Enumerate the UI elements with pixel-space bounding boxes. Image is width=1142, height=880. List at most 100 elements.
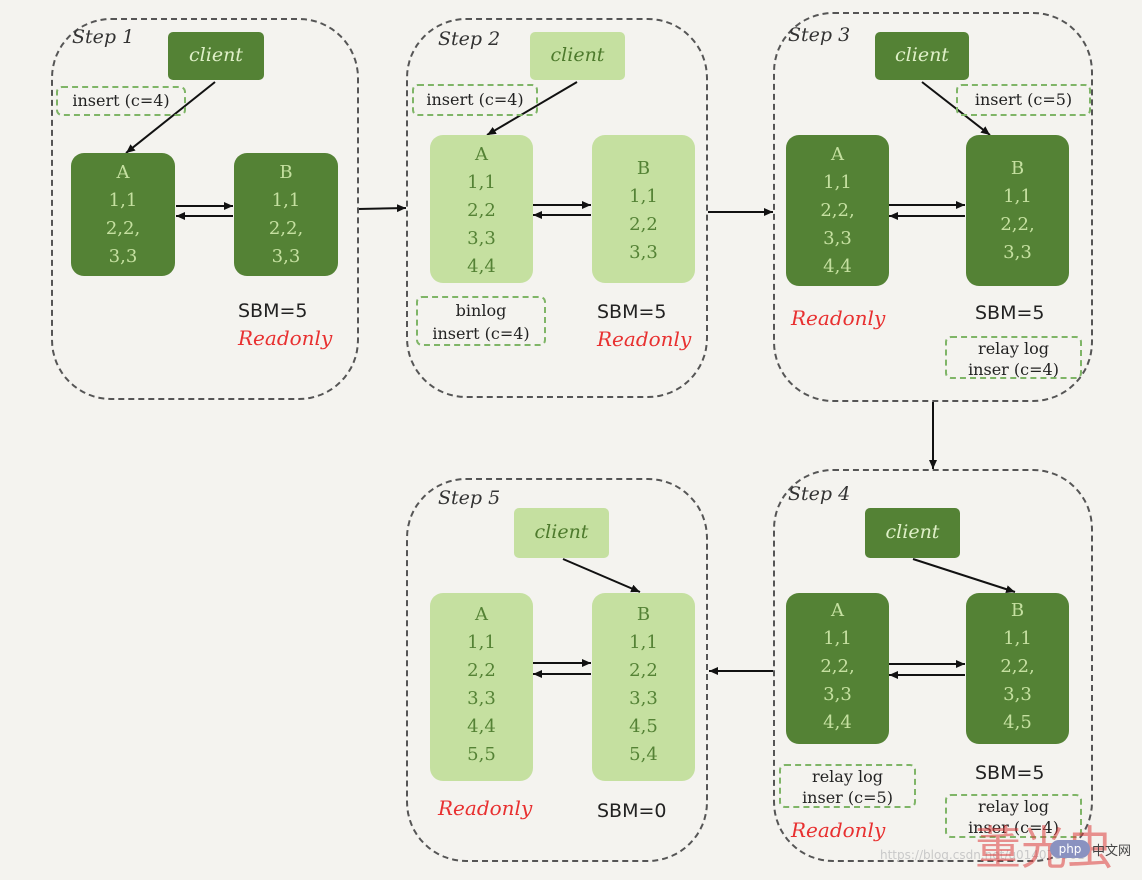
sbm-value: SBM=0 bbox=[597, 800, 667, 822]
insert-note-text: insert (c=5) bbox=[974, 90, 1073, 109]
node-row: 5,4 bbox=[629, 744, 658, 765]
node-row: 3,3 bbox=[629, 242, 658, 263]
readonly-label: Readonly bbox=[791, 306, 886, 330]
replication-arrows-step4 bbox=[889, 660, 965, 679]
node-row: 2,2, bbox=[820, 200, 855, 221]
readonly-label: Readonly bbox=[791, 818, 886, 842]
node-row: 2,2 bbox=[467, 660, 496, 681]
replication-arrows-step1 bbox=[176, 202, 233, 220]
node-row: 3,3 bbox=[467, 228, 496, 249]
client-box: client bbox=[514, 508, 609, 558]
node-row: 3,3 bbox=[629, 688, 658, 709]
node-row: 3,3 bbox=[467, 688, 496, 709]
arrow-client-to-a-step1 bbox=[125, 81, 216, 154]
node-a: A 1,1 2,2, 3,3 4,4 bbox=[786, 593, 889, 744]
watermark-site-name: 中文网 bbox=[1092, 844, 1132, 859]
readonly-label: Readonly bbox=[238, 326, 333, 350]
node-a: A 1,1 2,2, 3,3 4,4 bbox=[786, 135, 889, 286]
sbm-value: SBM=5 bbox=[238, 300, 308, 322]
node-row: 5,5 bbox=[467, 744, 496, 765]
client-box: client bbox=[168, 32, 264, 80]
sbm-value: SBM=5 bbox=[975, 302, 1045, 324]
readonly-label: Readonly bbox=[597, 327, 692, 351]
note-line: binlog bbox=[455, 301, 507, 320]
client-box: client bbox=[530, 32, 625, 80]
note-line: relay log bbox=[812, 767, 883, 786]
node-row: 3,3 bbox=[823, 684, 852, 705]
node-a: A 1,1 2,2 3,3 4,4 bbox=[430, 135, 533, 283]
step-4-panel bbox=[773, 469, 1093, 862]
node-row: 3,3 bbox=[108, 246, 138, 267]
node-label: B bbox=[636, 604, 651, 625]
step-5-panel bbox=[406, 478, 708, 862]
replication-arrows-step5 bbox=[533, 659, 591, 678]
note-line: insert (c=4) bbox=[432, 324, 530, 343]
node-b: B 1,1 2,2, 3,3 bbox=[966, 135, 1069, 286]
step-title: Step 4 bbox=[788, 483, 851, 505]
relay-log-note: relay log inser (c=4) bbox=[945, 336, 1082, 379]
node-row: 1,1 bbox=[823, 172, 852, 193]
node-b: B 1,1 2,2 3,3 4,5 5,4 bbox=[592, 593, 695, 781]
note-line: inser (c=4) bbox=[968, 360, 1059, 379]
replication-arrows-step2 bbox=[533, 201, 591, 219]
watermark-url: https://blog.csdn.net/u014078901 bbox=[880, 848, 1085, 862]
step-title: Step 5 bbox=[438, 487, 501, 509]
node-row: 2,2 bbox=[629, 214, 658, 235]
watermark-php-badge: php bbox=[1050, 840, 1090, 858]
note-line: inser (c=4) bbox=[968, 818, 1059, 837]
node-label: A bbox=[831, 144, 844, 165]
node-row: 4,5 bbox=[629, 716, 658, 737]
node-b: B 1,1 2,2, 3,3 4,5 bbox=[966, 593, 1069, 744]
node-row: 1,1 bbox=[467, 172, 496, 193]
node-row: 3,3 bbox=[271, 246, 301, 267]
step-title: Step 1 bbox=[72, 26, 135, 48]
node-row: 4,4 bbox=[467, 716, 496, 737]
insert-note-text: insert (c=4) bbox=[72, 91, 170, 110]
node-row: 4,4 bbox=[467, 256, 496, 277]
node-row: 2,2 bbox=[629, 660, 658, 681]
node-row: 2,2, bbox=[105, 218, 141, 239]
node-row: 1,1 bbox=[1003, 628, 1032, 649]
note-line: inser (c=5) bbox=[802, 788, 893, 807]
node-b: B 1,1 2,2, 3,3 bbox=[234, 153, 338, 276]
arrow-client-to-b-step4 bbox=[912, 558, 1016, 594]
node-label: A bbox=[475, 144, 488, 165]
insert-note: insert (c=4) bbox=[56, 86, 186, 116]
node-label: B bbox=[279, 162, 293, 183]
node-label: A bbox=[831, 600, 844, 621]
node-row: 2,2, bbox=[1000, 656, 1035, 677]
relay-log-note-a: relay log inser (c=5) bbox=[779, 764, 916, 808]
insert-note: insert (c=4) bbox=[412, 84, 538, 116]
node-row: 2,2, bbox=[1000, 214, 1035, 235]
node-row: 1,1 bbox=[629, 186, 658, 207]
arrow-client-to-a-step2 bbox=[486, 81, 578, 136]
node-row: 1,1 bbox=[629, 632, 658, 653]
node-label: A bbox=[116, 162, 130, 183]
watermark-logo-text: 董光虫 bbox=[975, 821, 1113, 875]
arrow-client-to-b-step5 bbox=[562, 558, 641, 593]
node-b: B 1,1 2,2 3,3 bbox=[592, 135, 695, 283]
node-row: 2,2 bbox=[467, 200, 496, 221]
node-row: 1,1 bbox=[108, 190, 138, 211]
node-row: 2,2, bbox=[820, 656, 855, 677]
note-line: relay log bbox=[978, 339, 1049, 358]
arrow-step1-to-step2 bbox=[357, 204, 407, 213]
node-row: 4,5 bbox=[1003, 712, 1032, 733]
node-row: 1,1 bbox=[467, 632, 496, 653]
node-label: A bbox=[475, 604, 488, 625]
node-label: B bbox=[1010, 600, 1025, 621]
client-box: client bbox=[865, 508, 960, 558]
insert-note-text: insert (c=4) bbox=[426, 90, 524, 109]
relay-log-note-b: relay log inser (c=4) bbox=[945, 794, 1082, 838]
node-label: B bbox=[636, 158, 651, 179]
step-title: Step 3 bbox=[788, 24, 851, 46]
sbm-value: SBM=5 bbox=[597, 301, 667, 323]
node-row: 1,1 bbox=[1003, 186, 1032, 207]
note-line: relay log bbox=[978, 797, 1049, 816]
node-row: 2,2, bbox=[268, 218, 304, 239]
node-a: A 1,1 2,2 3,3 4,4 5,5 bbox=[430, 593, 533, 781]
node-row: 1,1 bbox=[271, 190, 301, 211]
client-box: client bbox=[875, 32, 969, 80]
